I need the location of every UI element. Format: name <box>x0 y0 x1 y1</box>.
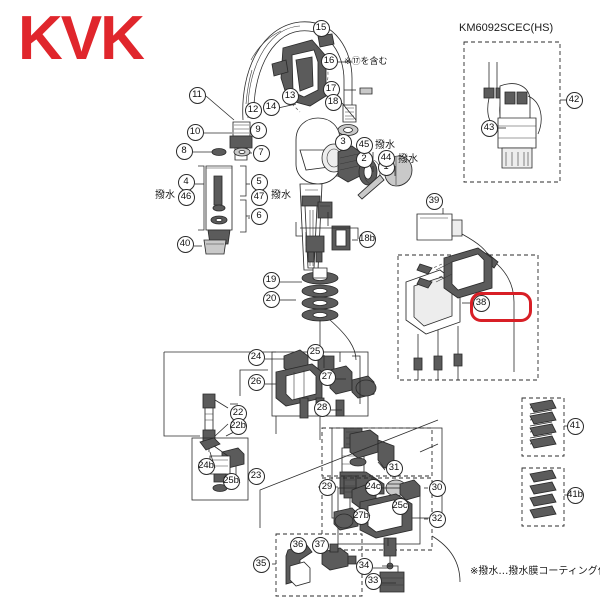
water-repellent-label-mid: 撥水 <box>271 190 291 201</box>
callout-19[interactable]: 19 <box>262 271 280 289</box>
callout-4[interactable]: 4 <box>177 173 195 191</box>
callout-10[interactable]: 10 <box>186 123 204 141</box>
callout-6[interactable]: 6 <box>250 207 268 225</box>
callout-32[interactable]: 32 <box>428 510 446 528</box>
callout-24[interactable]: 24 <box>247 348 265 366</box>
note-includes-17: ※⑰を含む <box>344 57 388 67</box>
callout-27[interactable]: 27 <box>318 368 336 386</box>
callout-44[interactable]: 44 <box>377 149 395 167</box>
callout-18[interactable]: 18 <box>324 93 342 111</box>
callout-12[interactable]: 12 <box>244 101 262 119</box>
callout-13[interactable]: 13 <box>281 87 299 105</box>
callout-9[interactable]: 9 <box>249 121 267 139</box>
water-repellent-label-45: 撥水 <box>375 140 395 151</box>
callout-43[interactable]: 43 <box>480 119 498 137</box>
callout-15[interactable]: 15 <box>312 19 330 37</box>
callout-3[interactable]: 3 <box>334 133 352 151</box>
spray-head-column <box>198 121 253 255</box>
callout-25[interactable]: 25 <box>306 343 324 361</box>
water-repellent-label-44: 撥水 <box>398 154 418 165</box>
sensor-module-group <box>463 41 566 183</box>
callout-11[interactable]: 11 <box>188 86 206 104</box>
callout-36[interactable]: 36 <box>289 536 307 554</box>
callout-14[interactable]: 14 <box>262 98 280 116</box>
model-number-label: KM6092SCEC(HS) <box>459 22 554 34</box>
callout-22[interactable]: 22 <box>229 404 247 422</box>
callout-20[interactable]: 20 <box>262 290 280 308</box>
callout-24c[interactable]: 24c <box>364 478 382 496</box>
callout-39[interactable]: 39 <box>425 192 443 210</box>
callout-40[interactable]: 40 <box>176 235 194 253</box>
callout-28[interactable]: 28 <box>313 399 331 417</box>
callout-37[interactable]: 37 <box>311 536 329 554</box>
highlight-box-part-38 <box>470 292 532 322</box>
screw-pack-group <box>521 397 568 527</box>
mid-fittings-group <box>295 201 359 263</box>
callout-24b[interactable]: 24b <box>197 457 215 475</box>
callout-30[interactable]: 30 <box>428 479 446 497</box>
kvk-logo: KVK <box>18 4 145 73</box>
callout-34[interactable]: 34 <box>355 557 373 575</box>
callout-27b[interactable]: 27b <box>352 507 370 525</box>
callout-8[interactable]: 8 <box>175 142 193 160</box>
callout-35[interactable]: 35 <box>252 555 270 573</box>
callout-16[interactable]: 16 <box>320 52 338 70</box>
callout-47[interactable]: 47 <box>250 188 268 206</box>
controller-box-group <box>397 247 539 381</box>
callout-25c[interactable]: 25c <box>391 497 409 515</box>
left-hose-group <box>163 351 276 452</box>
water-repellent-label-left: 撥水 <box>155 190 175 201</box>
callout-7[interactable]: 7 <box>252 144 270 162</box>
footnote-water-repellent: ※撥水…撥水膜コーティング付 <box>470 566 600 577</box>
callout-41[interactable]: 41 <box>566 417 584 435</box>
callout-29[interactable]: 29 <box>318 478 336 496</box>
callout-46[interactable]: 46 <box>177 188 195 206</box>
spring-stack-group <box>301 267 357 361</box>
accessory-35-box <box>272 533 363 597</box>
callout-26[interactable]: 26 <box>247 373 265 391</box>
callout-18b[interactable]: 18b <box>358 230 376 248</box>
callout-31[interactable]: 31 <box>385 459 403 477</box>
callout-42[interactable]: 42 <box>565 91 583 109</box>
valve-assembly-group <box>239 349 377 440</box>
callout-25b[interactable]: 25b <box>222 472 240 490</box>
callout-5[interactable]: 5 <box>250 173 268 191</box>
callout-22b[interactable]: 22b <box>229 417 247 435</box>
callout-41b[interactable]: 41b <box>566 486 584 504</box>
callout-23[interactable]: 23 <box>247 467 265 485</box>
callout-33[interactable]: 33 <box>364 572 382 590</box>
callout-45[interactable]: 45 <box>355 136 373 154</box>
